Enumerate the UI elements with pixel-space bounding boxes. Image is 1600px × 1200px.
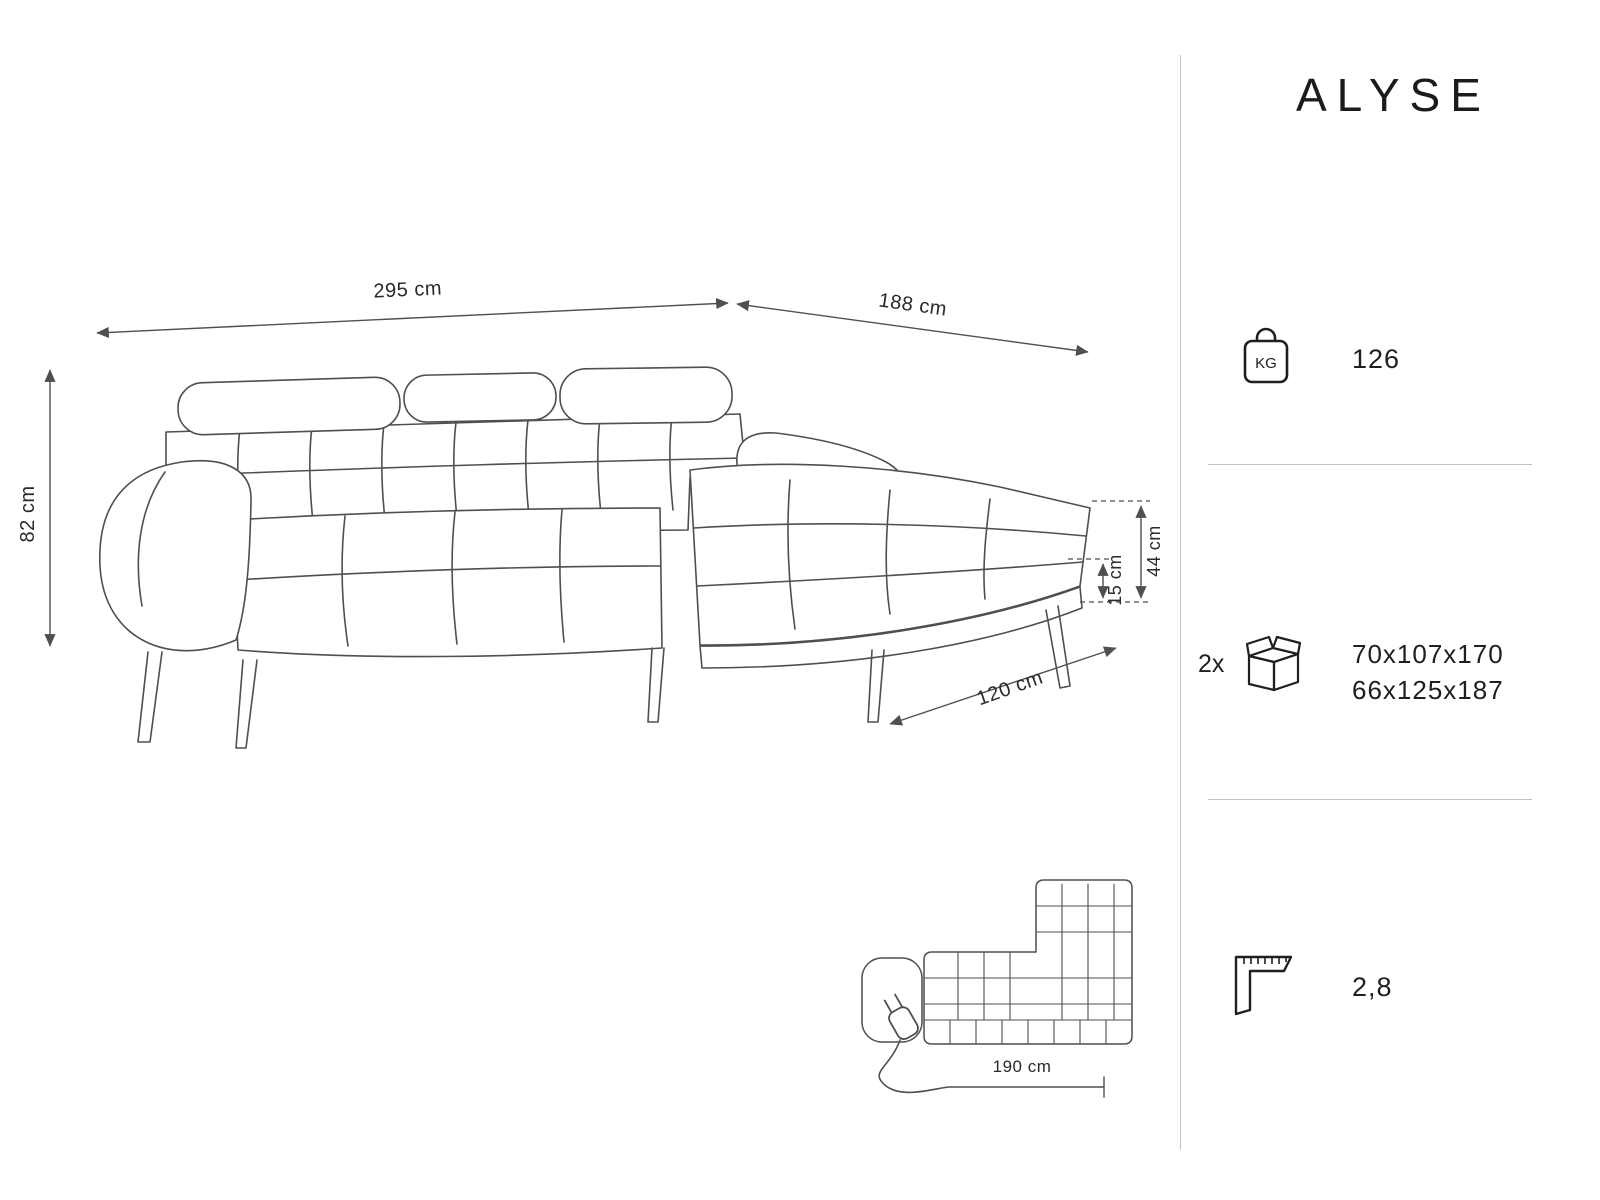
- dim-width-arrow: [96, 297, 729, 339]
- package-sizes: 70x107x170 66x125x187: [1352, 636, 1504, 708]
- weight-value: 126: [1352, 344, 1401, 374]
- dimension-guide-dashes: [1068, 500, 1150, 603]
- dim-height-label: 82 cm: [17, 486, 39, 543]
- dim-chaise-width-arrow: [889, 646, 1117, 726]
- sofa-line-drawing: [99, 366, 1091, 749]
- dimension-arrows: [44, 297, 1150, 726]
- ruler-icon: [1234, 955, 1293, 1016]
- ruler-value: 2,8: [1352, 972, 1393, 1002]
- dim-leg-height-label: 15 cm: [1105, 554, 1125, 606]
- spec-divider-2: [1208, 799, 1532, 800]
- power-plug-icon: [883, 993, 919, 1040]
- dim-depth-label: 188 cm: [877, 289, 948, 320]
- package-count: 2x: [1198, 650, 1225, 678]
- cable-length-label: 190 cm: [993, 1057, 1052, 1076]
- package-size-1: 70x107x170: [1352, 639, 1504, 669]
- power-cord: [878, 1039, 1105, 1094]
- kg-label: KG: [1255, 355, 1277, 372]
- kg-weight-icon: KG: [1243, 327, 1289, 384]
- product-title: ALYSE: [1296, 69, 1491, 121]
- spec-divider-1: [1208, 464, 1532, 465]
- dim-seat-height-label: 44 cm: [1144, 525, 1164, 577]
- package-box-icon: [1245, 635, 1302, 692]
- dim-width-label: 295 cm: [373, 277, 443, 302]
- dim-chaise-width-label: 120 cm: [974, 667, 1046, 711]
- sofa-dimension-diagram: 295 cm 188 cm 82 cm 44 cm 15 cm 120 cm: [17, 277, 1164, 1098]
- vertical-divider: [1180, 55, 1181, 1150]
- sofa-top-view: [861, 879, 1133, 1098]
- top-view-tufting-grid: [923, 883, 1133, 1045]
- dim-depth-arrow: [736, 300, 1089, 356]
- package-size-2: 66x125x187: [1352, 675, 1504, 705]
